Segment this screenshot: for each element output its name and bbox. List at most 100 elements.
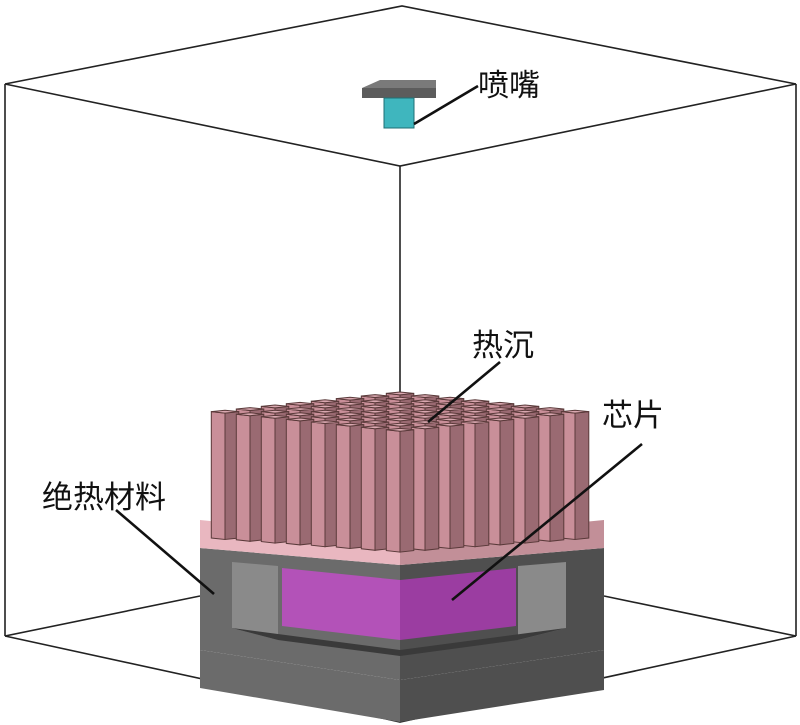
heat-sink-fin-face [310,421,326,548]
heat-sink-fin-side [499,418,515,546]
heat-sink-fin-top [511,409,539,414]
heat-sink-fin-top [336,417,364,422]
nozzle-cap [362,88,436,98]
heat-sink-fin-top [336,401,364,406]
heat-sink-fin-top [336,412,364,417]
heat-sink-fin-top [386,391,414,396]
heat-sink-fin-face [260,416,276,544]
heat-sink-fin-top [211,409,239,414]
nozzle-body [384,98,414,128]
heat-sink-fin-top [511,414,539,419]
insulation-bottom-front [200,650,400,722]
heat-sink-fin-top [286,417,314,422]
heat-sink-fin-face [335,424,351,550]
heat-sink-fin-top [536,412,564,417]
heat-sink-fin-top [461,420,489,425]
box-top-back-edge [4,5,797,85]
heat-sink-fin-top [386,427,414,432]
insulation-leader-line [115,509,215,595]
insulation-cavity-right-wall [518,562,566,640]
nozzle-body-outline [383,97,415,129]
chip-leader-line [451,442,643,602]
heat-sink-fin-top [286,412,314,417]
heat-sink-fin-top [286,407,314,412]
chip-side-face [400,568,516,640]
heat-sink-fin-top [486,412,514,417]
leader-lines [115,84,643,602]
heat-sink-fin-top [361,414,389,419]
insulation-cavity-floor [232,628,566,656]
heat-sink-fin-top [411,399,439,404]
heat-sink-fin-top [386,407,414,412]
heat-sink-fin-top [361,404,389,409]
heat-sink-fin-face [385,429,401,553]
heat-sink-fin-top [386,401,414,406]
insulation-bottom-right [400,650,604,722]
nozzle-label: 喷嘴 [478,68,540,104]
heat-sink-fin-face [210,411,226,541]
heat-sink-fin-top [336,396,364,401]
box-bottom-back-left-edge [4,595,201,637]
heat-sink-label: 热沉 [472,328,534,364]
heat-sink-fin-top [286,401,314,406]
heat-sink-fin-top [411,425,439,430]
heat-sink-fin-top [361,420,389,425]
heat-sink-fin-top [461,409,489,414]
heat-sink-fin-top [411,394,439,399]
box-bottom-back-right-edge [603,595,797,637]
heat-sink-fin-side [549,413,565,542]
heat-sink-fin-top [461,404,489,409]
heat-sink-leader-line [427,361,501,423]
heat-sink-fin-top [261,404,289,409]
heat-sink-fin-top [411,420,439,425]
heat-sink-fin-top [436,412,464,417]
heat-sink-fin-top [311,420,339,425]
heat-sink-fin-side [524,416,540,544]
heat-sink-fin-side [399,429,415,553]
heat-sink-fin-top [461,414,489,419]
heat-sink-fin-top [511,404,539,409]
heat-sink-fin-top [386,412,414,417]
heat-sink-fin-top [461,399,489,404]
heat-sink-fin-side [574,411,590,541]
heat-sink-fin-top [311,404,339,409]
heat-sink-fin-top [236,407,264,412]
insulation-label: 绝热材料 [42,480,166,516]
heat-sink-fin-top [386,396,414,401]
heat-sink-fin-top [236,412,264,417]
heat-sink-fin-top [261,409,289,414]
heat-sink-fin-side [474,421,490,548]
insulation-cavity-left-wall [232,562,278,640]
heat-sink-fin-top [386,422,414,427]
heat-sink-fin-top [486,417,514,422]
heat-sink-fin-top [336,407,364,412]
heat-sink-fin-side [449,424,465,550]
chip-front-face [282,568,400,640]
chip-label: 芯片 [602,398,664,434]
heat-sink-fin-top [411,404,439,409]
heat-sink-fin-top [311,414,339,419]
heat-sink-fin-face [235,413,251,542]
heat-sink-fin-top [486,407,514,412]
heat-sink-fin-top [386,417,414,422]
chip [282,568,516,640]
heat-sink-fin-top [336,422,364,427]
heat-sink-fin-top [311,409,339,414]
heat-sink-fin-top [436,417,464,422]
heat-sink-fins [210,391,590,553]
heat-sink-fin-top [486,401,514,406]
heat-sink-fin-top [361,399,389,404]
heat-sink-fin-top [436,422,464,427]
heat-sink-fin-face [360,426,376,551]
heat-sink-fin-top [311,399,339,404]
heat-sink-fin-top [361,409,389,414]
nozzle-leader-line [413,84,479,126]
heat-sink-fin-top [361,394,389,399]
heat-sink-fin-top [261,414,289,419]
heat-sink-fin-top [411,409,439,414]
heat-sink-fin-side [424,426,440,551]
heat-sink-fin-top [561,409,589,414]
heat-sink-fin-face [285,418,301,546]
heat-sink-fin-top [361,425,389,430]
